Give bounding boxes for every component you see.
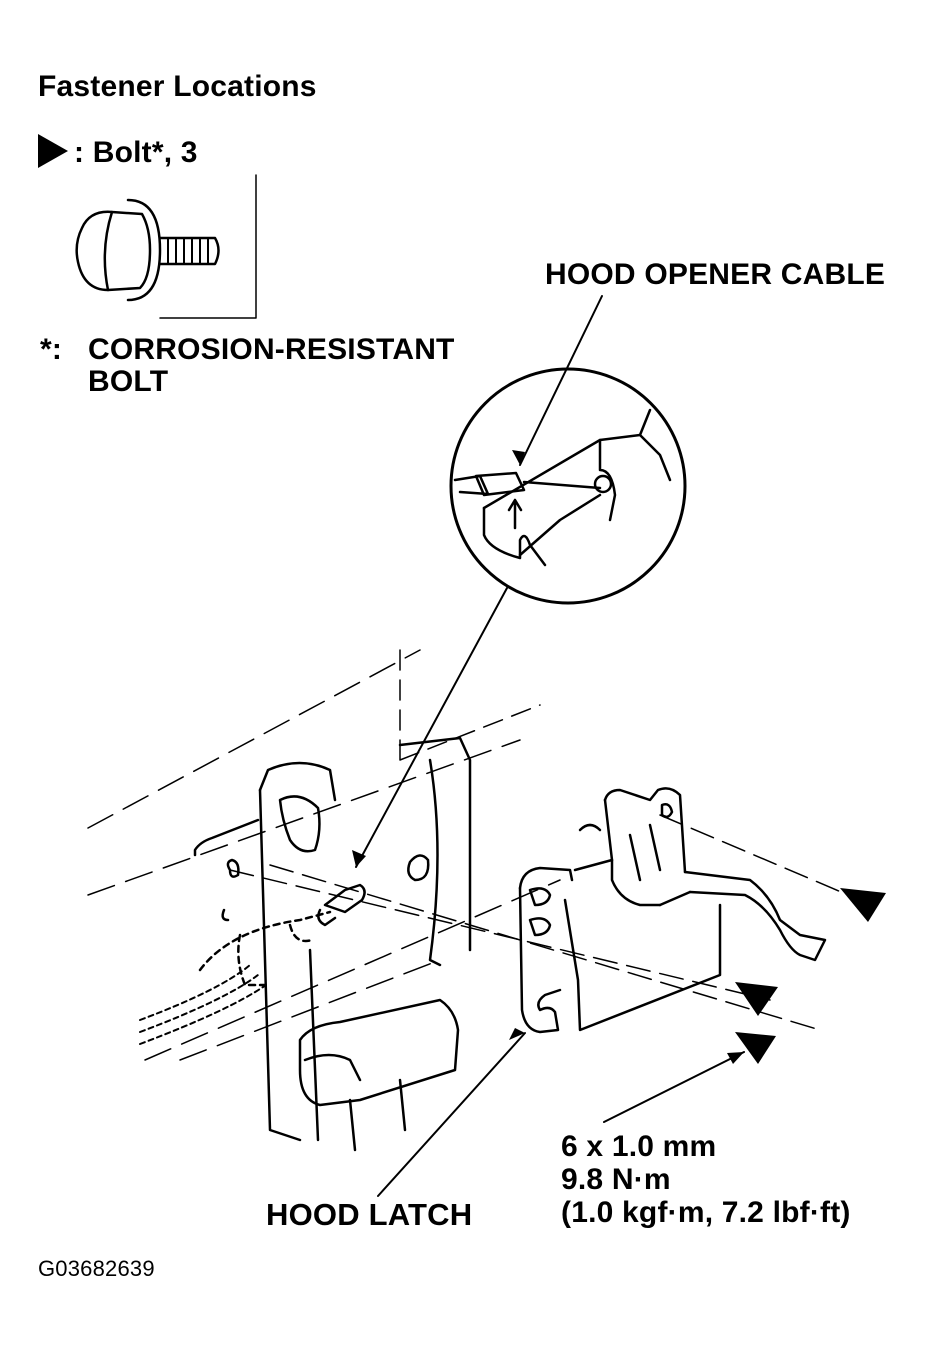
footnote-marker: *: [40,333,63,366]
hood-latch-label: HOOD LATCH [266,1197,473,1232]
detail-circle [449,367,687,605]
bolt-marker-3 [735,1032,776,1064]
bolt-size-spec: 6 x 1.0 mm [561,1130,717,1163]
bolt-icon [75,174,257,319]
bolt-location-markers [735,888,886,1064]
bolt-marker-1 [840,888,886,922]
hood-opener-cable-label: HOOD OPENER CABLE [545,258,886,291]
bolt-legend-label: : Bolt*, 3 [74,136,198,169]
hood-latch-assembly [518,787,827,1034]
footnote-line-1: CORROSION-RESISTANT [88,333,455,366]
triangle-marker-icon [38,134,68,168]
leader-lines [355,295,745,1197]
footnote-line-2: BOLT [88,365,169,398]
bolt-legend: : Bolt*, 3 [38,134,198,170]
latch-panel [193,736,472,1152]
body-structure [87,649,861,1061]
cable-end [139,883,366,1045]
bolt-marker-2 [735,982,778,1016]
figure-id: G03682639 [38,1256,155,1281]
torque-spec-alt: (1.0 kgf·m, 7.2 lbf·ft) [561,1196,851,1229]
torque-spec-nm: 9.8 N·m [561,1163,671,1196]
page-title: Fastener Locations [38,70,317,103]
